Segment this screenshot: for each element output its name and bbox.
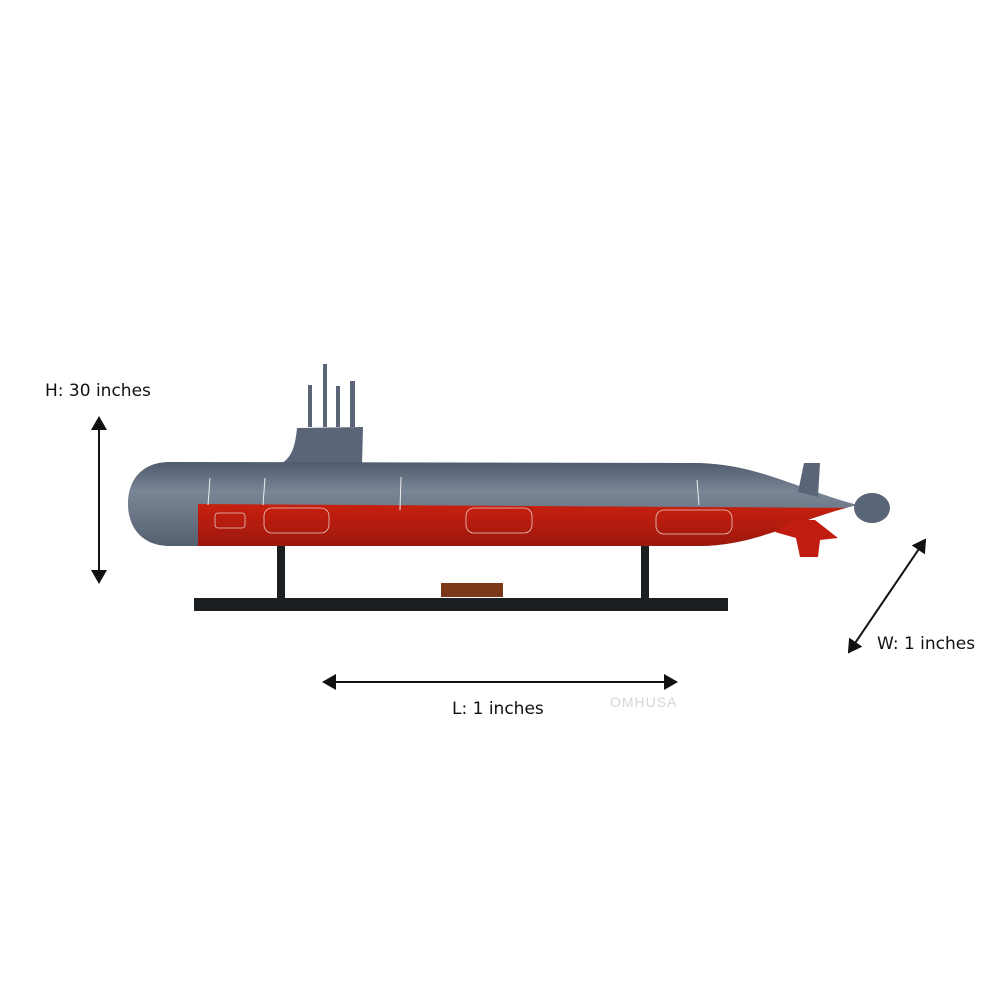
rudder [775, 520, 838, 557]
hull [128, 462, 858, 546]
width-arrow [847, 538, 927, 654]
width-label: W: 1 inches [877, 634, 976, 654]
display-stand [194, 540, 728, 611]
height-label: H: 30 inches [45, 381, 151, 401]
sail [278, 427, 363, 465]
length-label: L: 1 inches [452, 699, 544, 719]
periscope-masts [308, 364, 355, 427]
stern-fin [798, 463, 820, 497]
watermark: OMHUSA [610, 694, 678, 710]
name-plaque [441, 583, 503, 597]
propulsor [854, 493, 890, 523]
